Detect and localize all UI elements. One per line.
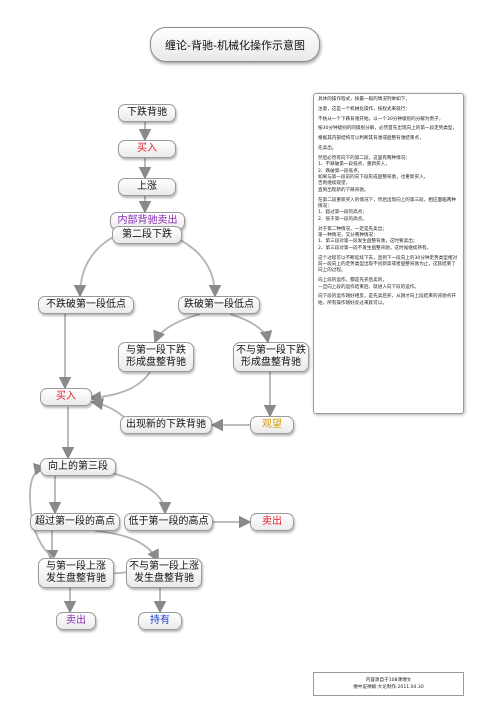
arrow-below-to-div	[153, 313, 201, 344]
note-paragraph: 根据其内部结构可以判断其背驰或盘整背驰结束点，	[318, 136, 424, 142]
note-paragraph: 具体的操作程式，按最一般的情况列举如下，	[318, 97, 410, 102]
node-line: 形成盘整背驰	[126, 357, 186, 368]
node-rise: 上涨	[118, 178, 176, 196]
note-paragraph: 不妨从一个下跌背驰开始，以一个30分钟级别的分解为例子，	[318, 116, 444, 122]
note-paragraph: 向上段的运作，都是先买后卖的， 一旦向上段的运作结束后，就进入向下段的运作。	[318, 278, 420, 290]
note-paragraph: 按30分钟级别的同级别分解，必然首先出现向上的第一段走势类型，	[318, 126, 458, 132]
diagram-title: 缠论-背驰-机械化操作示意图	[150, 27, 320, 62]
node-line: 不与第一段下跌	[236, 345, 306, 356]
node-line: 不与第一段上涨	[129, 561, 199, 572]
node-up-no-consolidation-divergence: 不与第一段上涨 发生盘整背驰	[126, 558, 202, 588]
node-buy-first: 买入	[118, 140, 176, 158]
node-third-up: 向上的第三段	[40, 458, 116, 476]
arrow-third-up-right	[99, 469, 172, 515]
node-forms-consolidation-divergence: 与第一段下跌 形成盘整背驰	[118, 342, 194, 372]
node-below-first-high: 低于第一段的高点	[124, 513, 213, 531]
footer-source: 内容源自于108课博文	[365, 678, 412, 683]
node-second-down: 第二段下跌	[112, 226, 182, 244]
footer-box: 内容源自于108课博文 缠中说禅解·大论制作·2011.04.30	[313, 672, 464, 696]
node-line: 与第一段上涨	[46, 561, 106, 572]
note-paragraph: 对于第二种情况，一定是先卖出； 第一种情况，又分两种情况： 1、第三段对第一段发…	[318, 226, 432, 251]
node-up-consolidation-divergence: 与第一段上涨 发生盘整背驰	[38, 558, 114, 588]
node-line: 与第一段下跌	[126, 345, 186, 356]
arrow-newdiv-to-buy	[90, 397, 126, 419]
note-paragraph: 在第二段重新买入的情况下，然后出现向上的第三段，相应面临两种情况： 1、超过第一…	[318, 197, 456, 222]
arrow-div-to-buy	[88, 371, 151, 404]
node-line: 发生盘整背驰	[46, 573, 106, 584]
node-sell-right: 卖出	[250, 513, 294, 531]
node-below-first-low: 跌破第一段低点	[178, 296, 260, 314]
node-new-down-divergence: 出现新的下跌背驰	[120, 416, 212, 434]
node-not-below-first-low: 不跌破第一段低点	[38, 296, 134, 314]
node-wait: 观望	[250, 416, 294, 434]
note-paragraph: 向下段的运作刚好相反，是先卖后买，从刚才向上段结束的背驰点开始，所有操作刚好反过…	[318, 294, 456, 306]
arrow-second-down-right	[171, 235, 222, 298]
node-hold: 持有	[138, 612, 182, 630]
arrow-below-to-nodiv	[229, 313, 273, 344]
arrow-second-down-left	[73, 235, 116, 298]
node-down-divergence: 下跌背驰	[118, 104, 176, 122]
footer-credit: 缠中说禅解·大论制作·2011.04.30	[353, 685, 424, 690]
note-paragraph: 先卖出，	[318, 145, 337, 151]
note-paragraph: 这个过程可以不断延续下去，直到下一段向上的30分钟走势类型相对前一段向上的走势类…	[318, 255, 458, 274]
node-line: 形成盘整背驰	[241, 357, 301, 368]
node-sell-bottom: 卖出	[56, 612, 96, 630]
note-paragraph: 注意，这是一个机械化操作，按程式来就行：	[318, 106, 410, 112]
node-exceeds-first-high: 超过第一段的高点	[30, 513, 120, 531]
note-paragraph: 然后必然有向下的第二段，这里有两种情况： 1、不跌破第一段低点，重新买入， 2、…	[318, 155, 429, 193]
notes-panel: 具体的操作程式，按最一般的情况列举如下， 注意，这是一个机械化操作，按程式来就行…	[313, 93, 464, 414]
node-line: 发生盘整背驰	[134, 573, 194, 584]
arrow-exceed-to-nodiv	[94, 530, 159, 563]
node-no-consolidation-divergence: 不与第一段下跌 形成盘整背驰	[233, 342, 309, 372]
node-buy-second: 买入	[40, 388, 92, 406]
